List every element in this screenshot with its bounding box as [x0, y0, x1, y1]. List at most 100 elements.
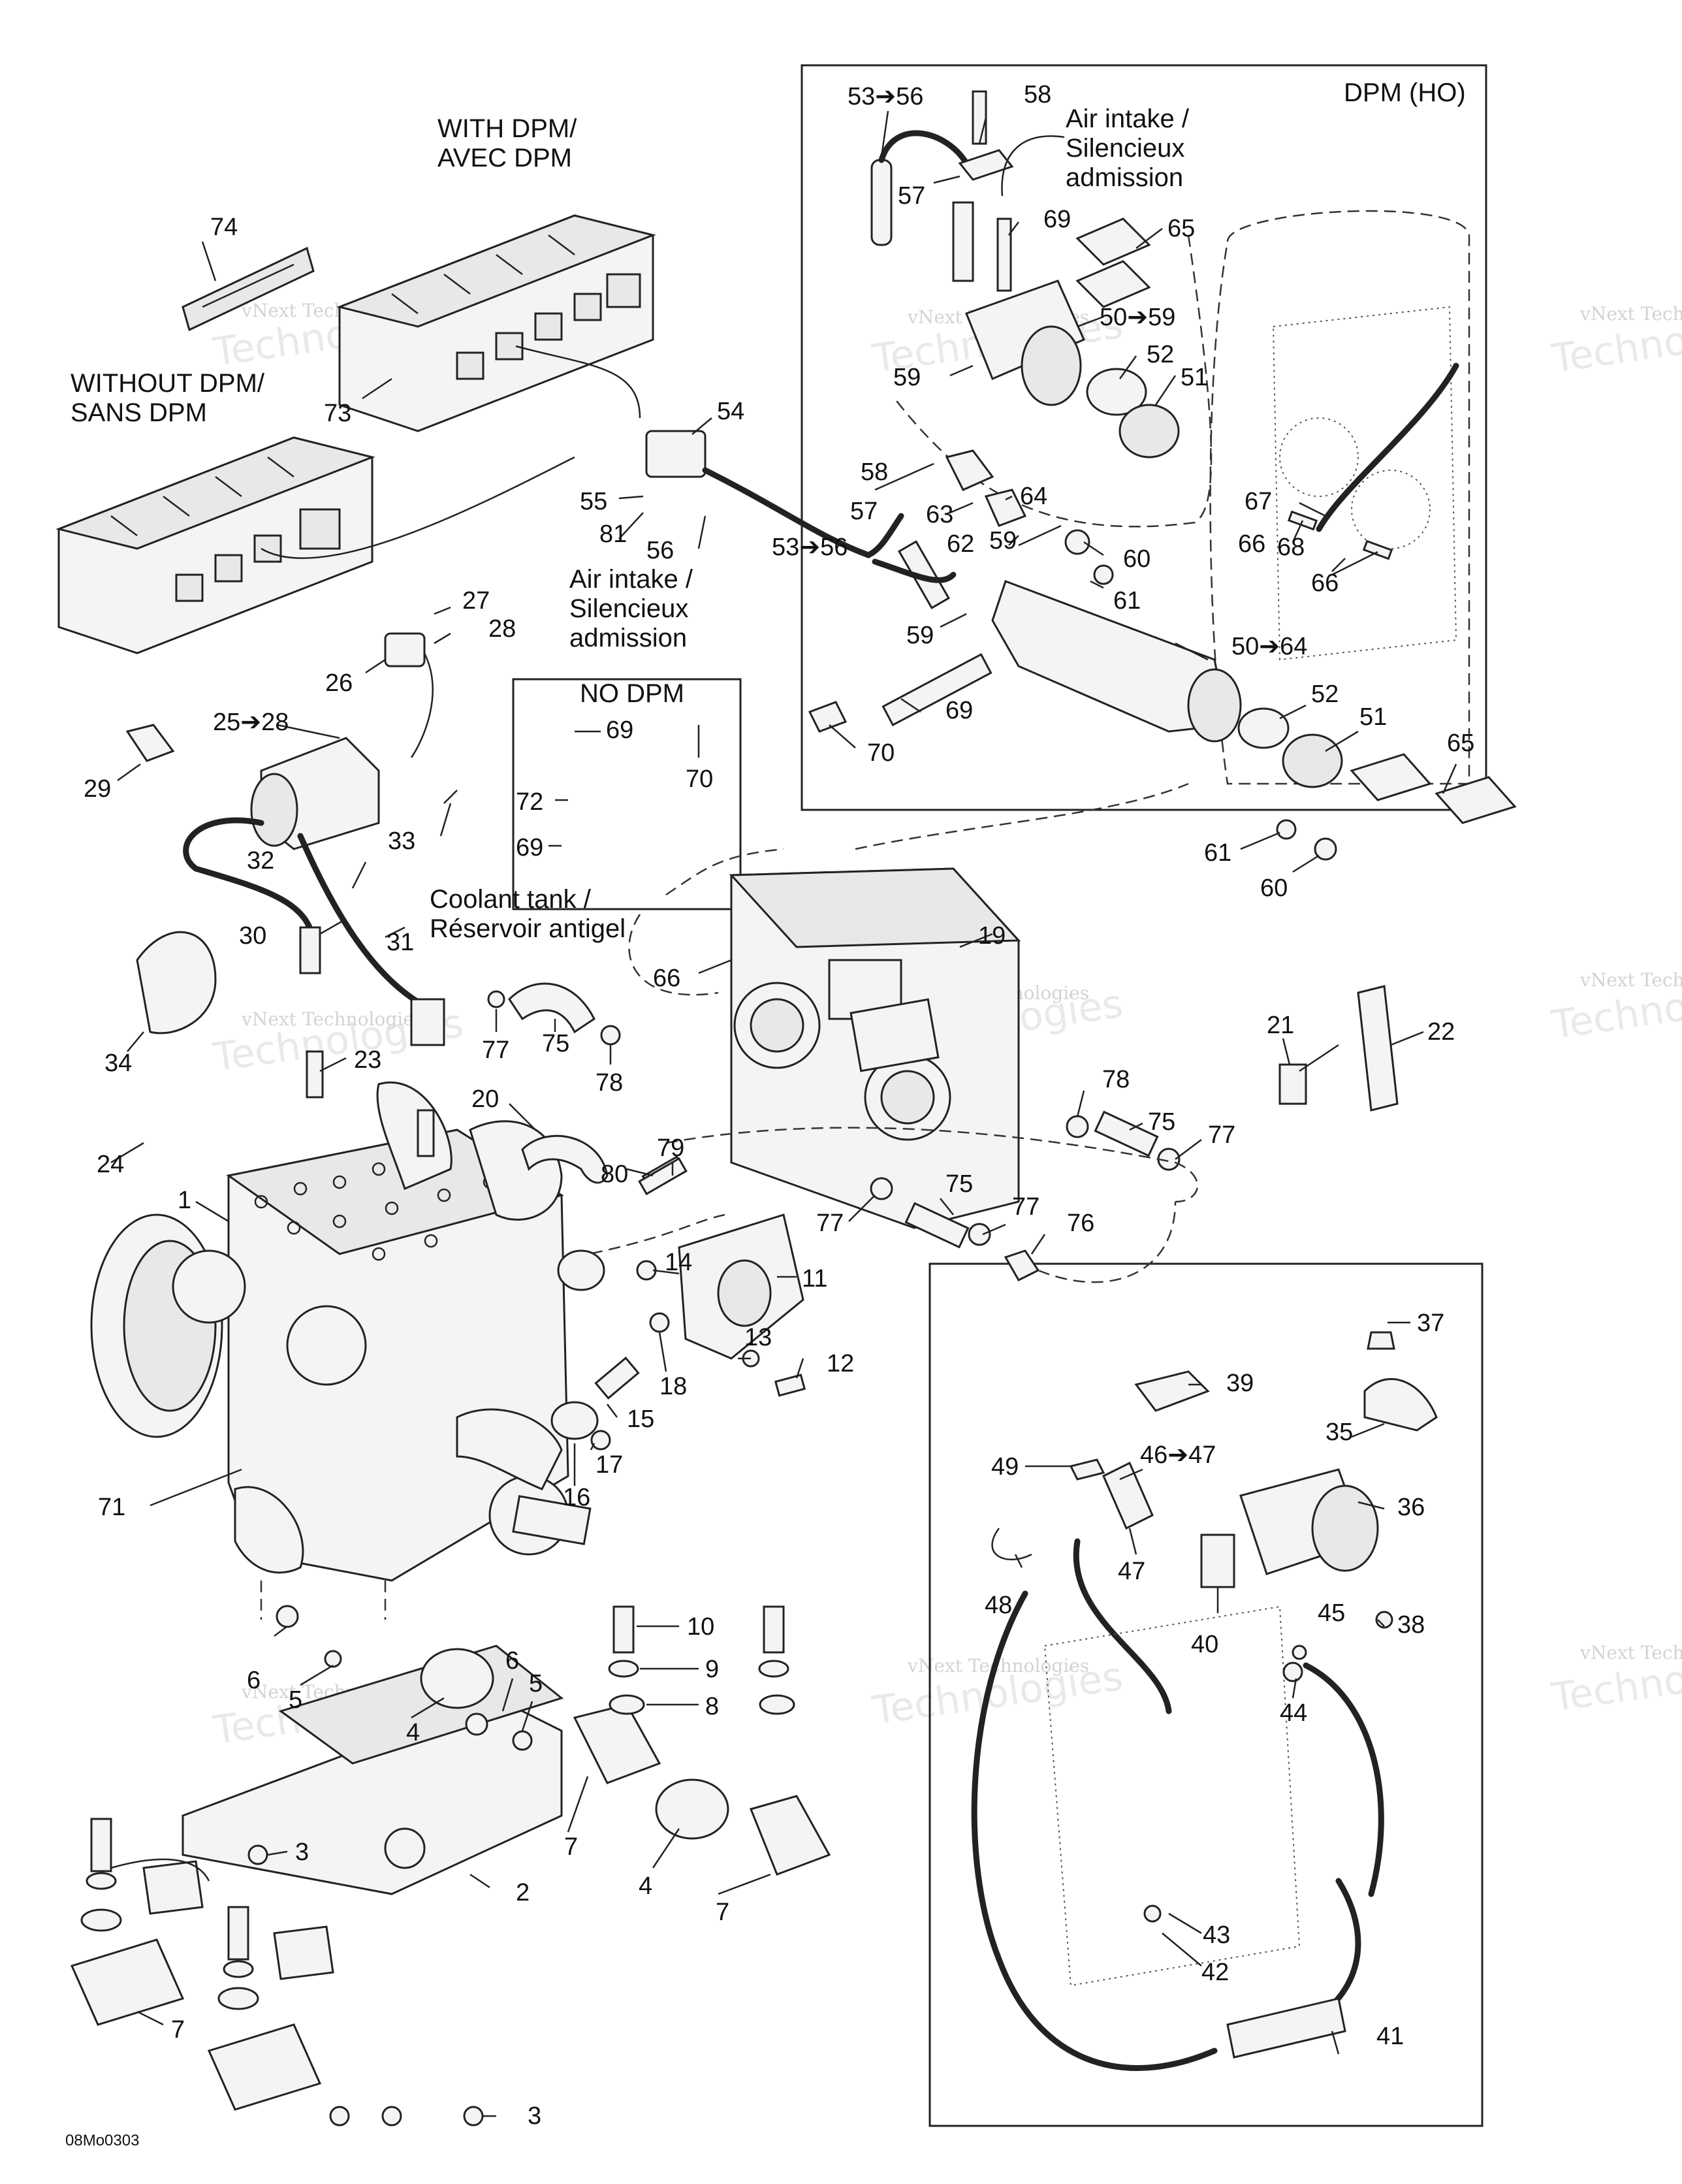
- part-label: 46➔47: [1140, 1441, 1216, 1469]
- air-intake-note: admission: [569, 624, 687, 652]
- part-label: 29: [84, 775, 111, 803]
- intake-flange: [521, 1134, 806, 1451]
- part-label: 9: [705, 1656, 719, 1683]
- part-label: 44: [1280, 1699, 1307, 1727]
- part-label: 76: [1067, 1210, 1094, 1237]
- part-label: 62: [947, 530, 974, 558]
- dpm-manifold: [808, 449, 1517, 861]
- part-label: 70: [867, 739, 895, 767]
- part-label: 67: [1245, 488, 1272, 515]
- part-label: 30: [239, 922, 266, 950]
- leader-lines: [110, 110, 1457, 2117]
- part-label: 4: [639, 1872, 652, 1900]
- part-label: 60: [1123, 545, 1150, 573]
- part-label: 20: [471, 1085, 499, 1113]
- part-label: 81: [599, 521, 627, 548]
- part-label: 34: [104, 1050, 132, 1077]
- watermark-text: vNext Technologies: [1579, 303, 1682, 325]
- part-label: 49: [991, 1453, 1019, 1481]
- part-label: 65: [1447, 730, 1474, 757]
- part-label: 73: [324, 400, 351, 427]
- part-label: 37: [1417, 1309, 1444, 1337]
- part-label: 77: [482, 1036, 509, 1064]
- part-label: 10: [687, 1613, 714, 1641]
- part-label: 5: [289, 1686, 302, 1714]
- part-label: 21: [1267, 1012, 1294, 1039]
- part-label: 54: [717, 398, 744, 425]
- with-dpm-title: AVEC DPM: [437, 144, 572, 172]
- air-intake-note: Air intake /: [569, 565, 693, 594]
- part-label: 72: [516, 788, 543, 816]
- part-label: 15: [627, 1405, 654, 1433]
- part-label: 63: [926, 501, 953, 528]
- part-label: 17: [595, 1451, 623, 1479]
- without-dpm-title: SANS DPM: [71, 398, 207, 427]
- air-intake-note: Silencieux: [1066, 134, 1184, 163]
- part-label: 70: [686, 765, 713, 793]
- part-label: 60: [1260, 875, 1288, 902]
- part-label: 47: [1118, 1558, 1145, 1585]
- part-label: 50➔59: [1100, 304, 1175, 331]
- part-label: 7: [564, 1833, 578, 1861]
- watermark-text: vNext Technologies: [241, 1008, 423, 1030]
- wiring-harness: [125, 430, 957, 1046]
- part-label: 66: [653, 965, 680, 992]
- dpm-ho-inset-box: [801, 64, 1487, 811]
- part-label: 66: [1311, 570, 1339, 597]
- part-label: 40: [1191, 1631, 1218, 1658]
- part-label: 58: [861, 458, 888, 486]
- part-label: 75: [945, 1170, 973, 1198]
- part-label: 5: [529, 1670, 543, 1697]
- part-label: 7: [716, 1899, 729, 1926]
- ecu-module-without-dpm: [56, 436, 375, 654]
- arrow-module: [261, 456, 575, 559]
- no-dpm-title: NO DPM: [580, 679, 684, 708]
- part-label: 59: [989, 527, 1017, 554]
- part-label: 61: [1204, 839, 1231, 867]
- part-label: 69: [1043, 206, 1071, 233]
- part-label: 22: [1427, 1018, 1455, 1046]
- part-label: 16: [563, 1484, 590, 1511]
- part-label: 50➔64: [1231, 633, 1307, 660]
- part-label: 42: [1201, 1959, 1229, 1986]
- part-label: 12: [827, 1350, 854, 1377]
- part-label: 3: [528, 2102, 541, 2130]
- part-label: 18: [659, 1373, 687, 1400]
- part-label: 11: [802, 1265, 827, 1293]
- part-label: 57: [898, 182, 925, 210]
- part-label: 78: [595, 1069, 623, 1097]
- part-label: 68: [1277, 534, 1305, 561]
- part-label: 74: [210, 214, 238, 241]
- part-label: 77: [1208, 1121, 1235, 1149]
- part-label: 28: [488, 615, 516, 643]
- part-label: 75: [542, 1030, 569, 1057]
- no-dpm-inset-box: [512, 678, 742, 910]
- part-label: 36: [1397, 1494, 1425, 1521]
- part-label: 24: [97, 1151, 124, 1178]
- part-label: 19: [978, 922, 1006, 950]
- part-label: 45: [1318, 1599, 1345, 1627]
- part-label: 33: [388, 827, 415, 855]
- part-label: 75: [1148, 1108, 1175, 1136]
- dpm-ho-parts: [870, 90, 1470, 785]
- part-label: 59: [893, 364, 921, 391]
- part-label: 8: [705, 1693, 719, 1720]
- coolant-tank-note: Coolant tank /: [430, 885, 592, 914]
- part-label: 56: [646, 537, 674, 564]
- part-label: 7: [171, 2016, 185, 2044]
- part-label: 41: [1376, 2023, 1404, 2050]
- air-intake-note: admission: [1066, 163, 1183, 192]
- part-label: 77: [1012, 1193, 1039, 1221]
- air-intake-note: Silencieux: [569, 594, 688, 623]
- part-label: 53➔56: [848, 83, 923, 110]
- watermark-text: vNext Technologies: [1579, 1642, 1682, 1663]
- part-label: 38: [1397, 1611, 1425, 1639]
- part-label: 52: [1147, 341, 1174, 368]
- bracket-21-22: [1278, 985, 1399, 1112]
- part-label: 79: [657, 1134, 684, 1162]
- part-label: 3: [295, 1839, 309, 1866]
- part-label: 69: [606, 716, 633, 744]
- part-label: 71: [98, 1494, 125, 1521]
- carburetor-assembly: [628, 782, 1189, 1229]
